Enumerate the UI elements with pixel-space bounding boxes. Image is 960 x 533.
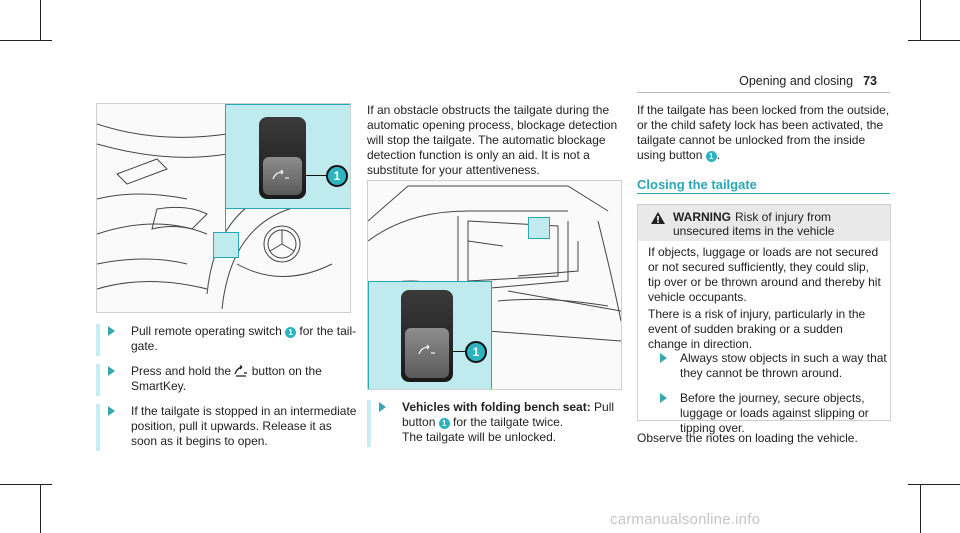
callout-ref-badge: 1 [705, 151, 717, 162]
switch-callout: 1 [225, 104, 350, 209]
header-rule [637, 92, 890, 93]
button-callout: 1 [368, 281, 492, 389]
tailgate-remote-button [259, 117, 306, 199]
step-condition: Vehicles with folding bench seat: [402, 400, 591, 414]
warning-paragraph: If objects, luggage or loads are not sec… [648, 245, 881, 304]
figure-trunk-button: 1 [367, 180, 622, 390]
step-text-cont: for the tailgate twice. [449, 415, 564, 429]
list-item: Vehicles with folding bench seat: Pull b… [367, 400, 629, 447]
callout-leader [306, 175, 328, 176]
warning-steps: Always stow objects in such a way that t… [648, 351, 888, 446]
crop-mark [908, 484, 960, 485]
step-bar [367, 400, 371, 447]
crop-mark [908, 40, 960, 41]
tailgate-icon [418, 344, 435, 355]
list-item: Pull remote operating switch 1 for the t… [96, 324, 358, 356]
callout-number-badge: 1 [326, 165, 348, 187]
step-text-cont: button on the SmartKey. [131, 364, 322, 393]
section-heading: Closing the tailgate [637, 177, 757, 192]
page-number: 73 [863, 74, 877, 88]
trunk-illustration [368, 185, 621, 342]
section-title: Opening and closing [739, 74, 854, 88]
bullet-arrow-icon [379, 402, 386, 412]
step-bar [96, 364, 100, 396]
watermark: carmanualsonline.info [610, 511, 761, 528]
locked-tailgate-paragraph: If the tailgate has been locked from the… [637, 103, 893, 163]
column1-steps: Pull remote operating switch 1 for the t… [96, 324, 358, 459]
button-lower-half [263, 157, 302, 195]
warning-label: WARNING [673, 210, 731, 224]
loading-note: Observe the notes on loading the vehicle… [637, 431, 858, 445]
step-text: If the tailgate is stopped in an interme… [131, 404, 357, 448]
paragraph-text-end: . [716, 148, 721, 162]
step-bar [96, 404, 100, 451]
step-text: Pull remote operating switch [131, 324, 286, 338]
tailgate-icon [272, 169, 289, 180]
step-text: Always stow objects in such a way that t… [680, 351, 887, 380]
bullet-arrow-icon [108, 366, 115, 376]
blockage-detection-paragraph: If an obstacle obstructs the tailgate du… [367, 103, 618, 177]
crop-mark [920, 0, 921, 40]
bullet-arrow-icon [660, 353, 667, 363]
crop-mark [920, 484, 921, 533]
step-text: Before the journey, secure objects, lugg… [680, 391, 869, 435]
crop-mark [0, 484, 52, 485]
list-item: Press and hold the button on the SmartKe… [96, 364, 358, 396]
column2-steps: Vehicles with folding bench seat: Pull b… [367, 400, 629, 455]
step-result: The tailgate will be unlocked. [402, 430, 557, 444]
crop-mark [40, 0, 41, 40]
callout-connector [225, 207, 226, 232]
step-text: Press and hold the [131, 364, 235, 378]
step-bar [96, 324, 100, 356]
switch-location-marker [213, 232, 239, 258]
callout-number-badge: 1 [465, 341, 487, 363]
callout-ref-badge: 1 [285, 327, 297, 338]
warning-triangle-icon [651, 212, 665, 224]
tailgate-unlock-button [401, 290, 453, 382]
callout-ref-badge: 1 [438, 418, 450, 429]
warning-header [638, 205, 890, 241]
warning-title-text: Risk of injury from unsecured items in t… [673, 210, 835, 238]
tailgate-icon [234, 365, 248, 377]
list-item: Before the journey, secure objects, lugg… [648, 391, 888, 436]
paragraph-text: If the tailgate has been locked from the… [637, 103, 890, 162]
list-item: Always stow objects in such a way that t… [648, 351, 888, 381]
step-text-cont: for the tail-gate. [131, 324, 357, 353]
step-text: Pull button [402, 400, 615, 429]
bullet-arrow-icon [108, 326, 115, 336]
bullet-arrow-icon [108, 406, 115, 416]
button-lower-half [405, 328, 449, 378]
crop-mark [0, 40, 52, 41]
button-location-marker [528, 217, 550, 239]
warning-paragraph: There is a risk of injury, particularly … [648, 307, 866, 351]
bullet-arrow-icon [660, 393, 667, 403]
figure-remote-switch: 1 [96, 103, 351, 313]
running-header: Opening and closing 73 [739, 74, 877, 88]
callout-leader [453, 351, 469, 352]
section-heading-rule [637, 193, 890, 194]
list-item: If the tailgate is stopped in an interme… [96, 404, 358, 451]
crop-mark [40, 484, 41, 533]
